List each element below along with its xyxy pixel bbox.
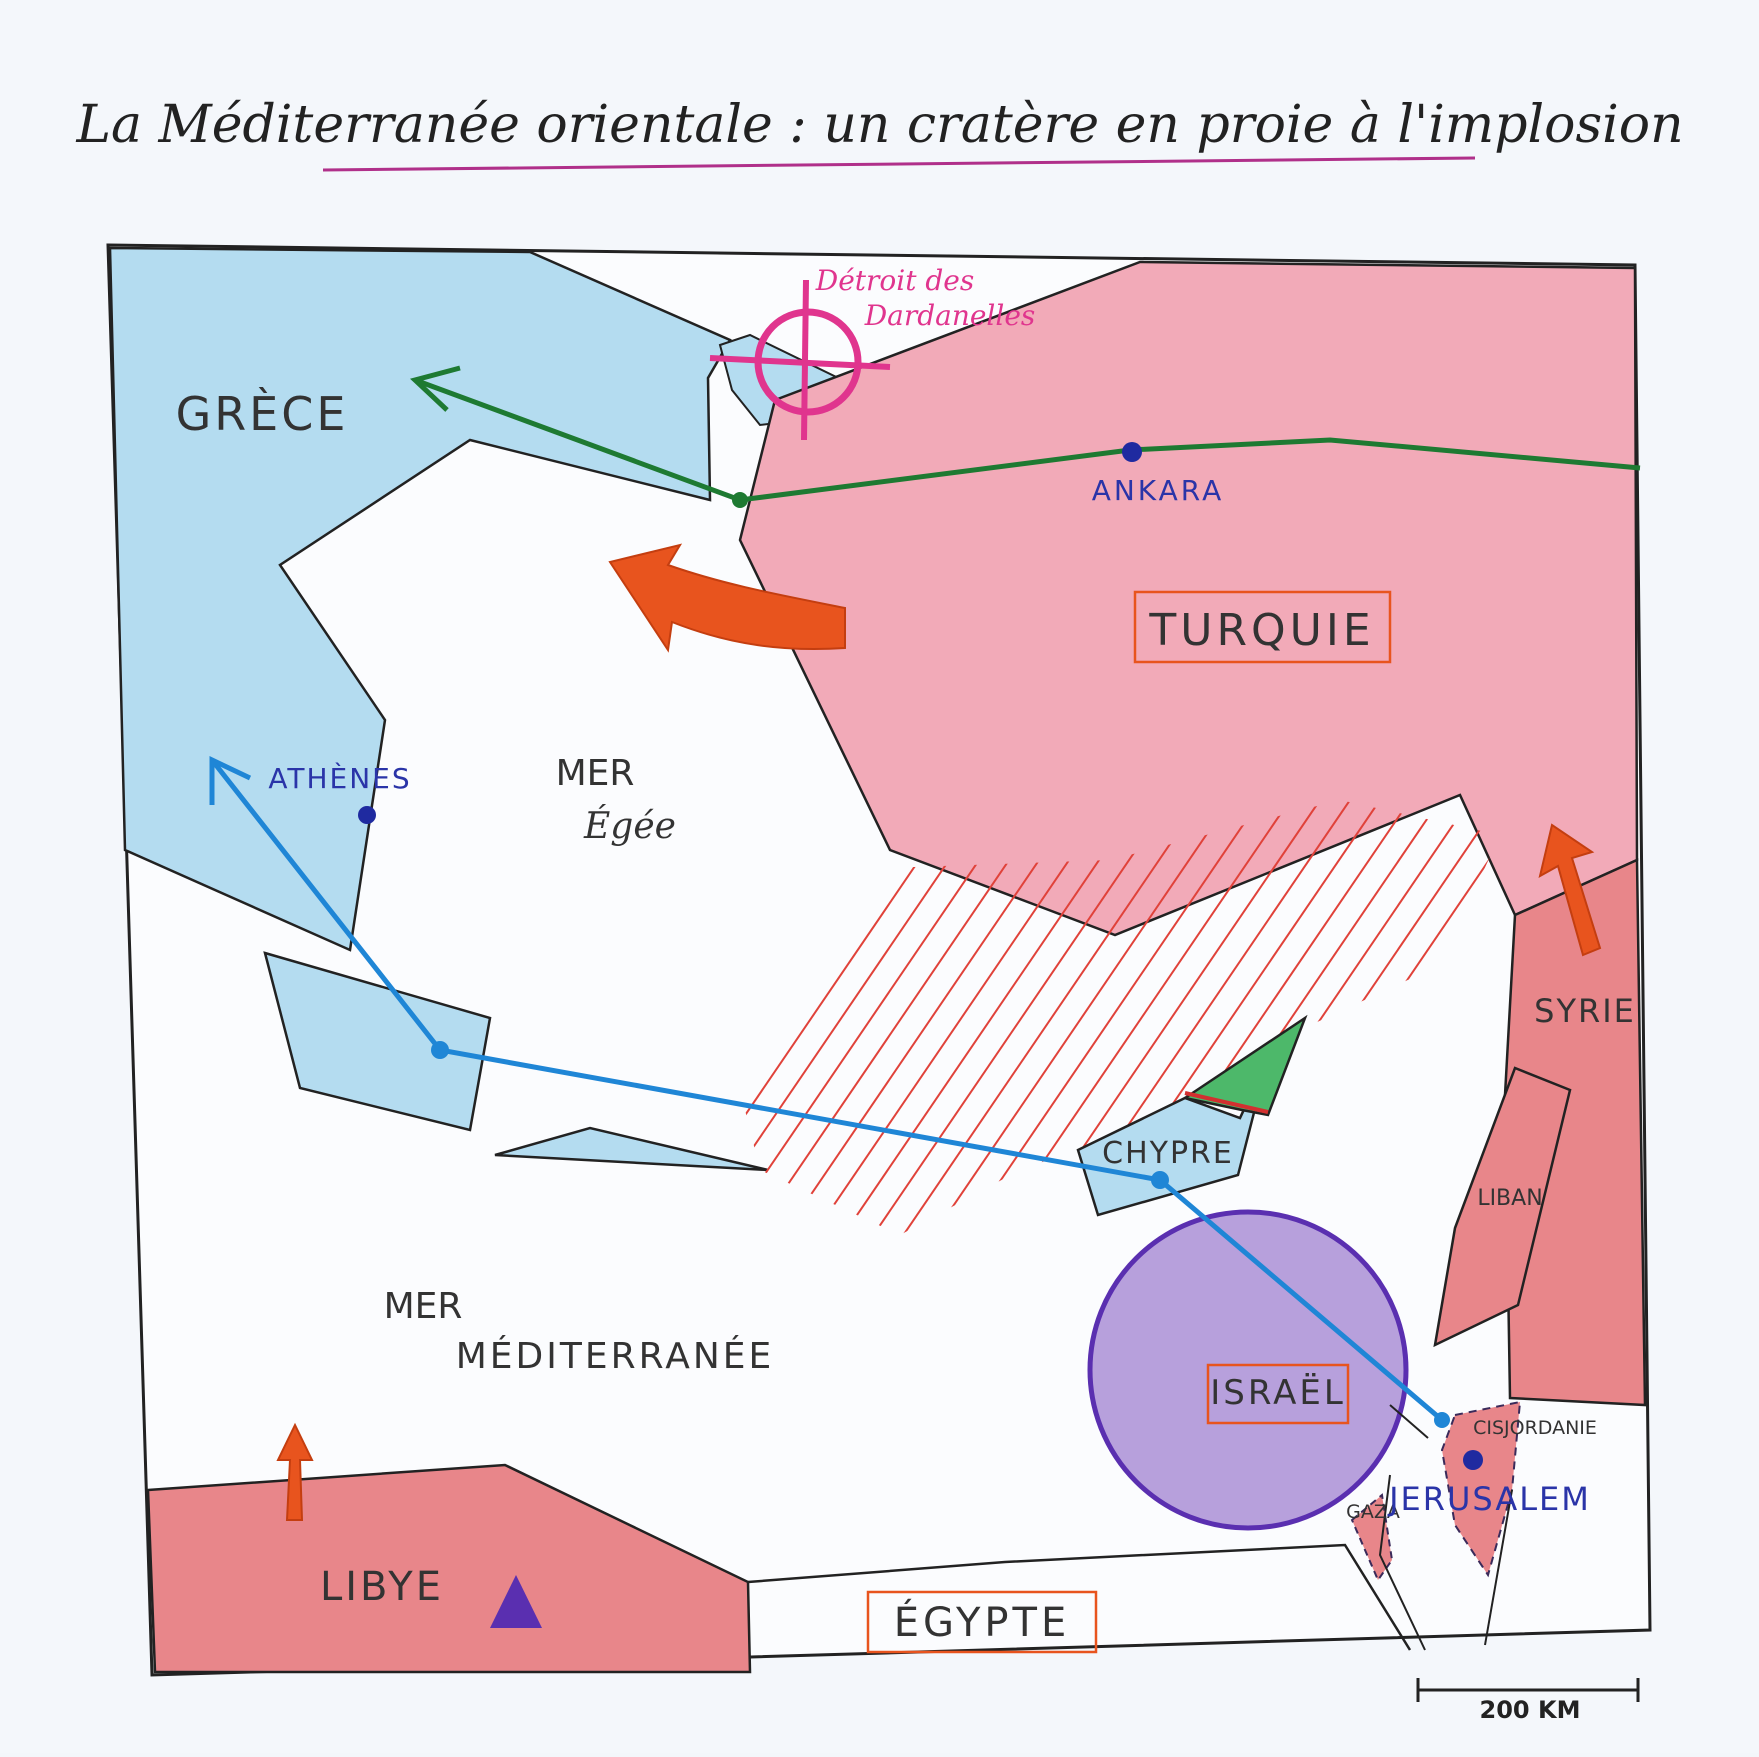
- jerusalem-dot: [1463, 1450, 1483, 1470]
- dardanelles-target-icon: [709, 279, 891, 441]
- syria-territory: [1503, 858, 1647, 1407]
- scale-bar: [1416, 1678, 1640, 1702]
- ankara-dot: [1122, 442, 1142, 462]
- turkey-territory: [738, 260, 1639, 937]
- jerusalem-label: JERUSALEM: [1387, 1480, 1591, 1518]
- israel-label-box: [1206, 1363, 1350, 1425]
- lebanon-label: LIBAN: [1477, 1186, 1542, 1211]
- israel-node: [1434, 1412, 1450, 1428]
- turkey-label-box: [1133, 590, 1392, 664]
- greece-label: GRÈCE: [176, 387, 349, 441]
- cyprus-node: [1151, 1171, 1169, 1189]
- athens-dot: [358, 806, 376, 824]
- ankara-label: ANKARA: [1092, 474, 1225, 507]
- west-bank-territory: [1440, 1400, 1522, 1578]
- mediterranean-sea-label-line1: MER: [384, 1286, 463, 1327]
- sinai-border: [1378, 1474, 1426, 1651]
- cyprus-label: CHYPRE: [1102, 1136, 1234, 1171]
- israel-label: ISRAËL: [1210, 1373, 1346, 1413]
- libya-triangle-icon: [490, 1575, 542, 1628]
- blue-route-arrowhead: [209, 756, 252, 805]
- lebanon-territory: [1433, 1066, 1572, 1348]
- jordan-border: [1484, 1489, 1513, 1646]
- egypt-border: [747, 1543, 1412, 1651]
- turkey-label: TURQUIE: [1148, 605, 1374, 656]
- turkey-pressure-arrow: [608, 543, 846, 653]
- cyprus-green-line: [1184, 1091, 1269, 1114]
- map-title: La Méditerranée orientale : un cratère e…: [75, 95, 1683, 155]
- israel-zone-circle: [1087, 1209, 1409, 1531]
- crete-island: [494, 1126, 769, 1172]
- peloponnese-territory: [263, 951, 492, 1132]
- greece-territory: [108, 246, 732, 952]
- green-route-junction: [732, 492, 748, 508]
- cyprus-north-territory: [1181, 1014, 1308, 1117]
- scale-label: 200 KM: [1480, 1696, 1581, 1724]
- peloponnese-node: [431, 1041, 449, 1059]
- libya-north-arrow: [276, 1422, 314, 1521]
- aegean-sea-label-line1: MER: [556, 753, 635, 794]
- dardanelles-label-line2: Dardanelles: [864, 299, 1036, 332]
- israel-pointer-line: [1389, 1404, 1429, 1439]
- green-route-arrowhead: [410, 365, 461, 412]
- west-bank-label: CISJORDANIE: [1473, 1417, 1597, 1439]
- egypt-label-box: [866, 1590, 1098, 1654]
- gaza-label: GAZA: [1346, 1501, 1400, 1523]
- egypt-label: ÉGYPTE: [894, 1598, 1071, 1646]
- athens-label: ATHÈNES: [268, 761, 411, 795]
- blue-route-line: [210, 758, 1444, 1422]
- mediterranean-sea-label-line2: MÉDITERRANÉE: [456, 1335, 775, 1377]
- syria-label: SYRIE: [1534, 992, 1636, 1030]
- title-underline: [322, 156, 1476, 172]
- syria-north-arrow: [1538, 823, 1602, 957]
- dardanelles-label-line1: Détroit des: [815, 264, 974, 297]
- aegean-sea-label-line2: Égée: [583, 805, 676, 847]
- libya-label: LIBYE: [320, 1564, 444, 1610]
